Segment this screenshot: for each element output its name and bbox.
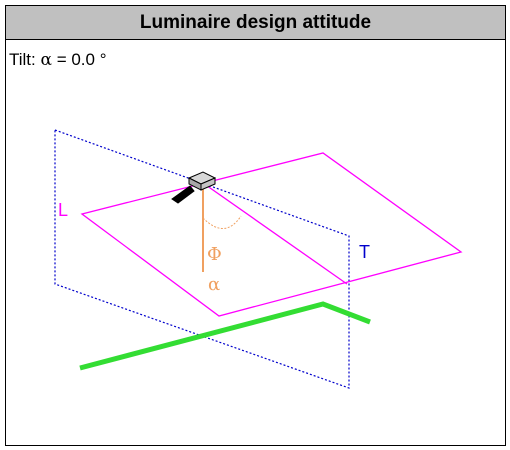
panel-title: Luminaire design attitude	[139, 11, 372, 33]
transverse-plane	[54, 129, 350, 389]
tilt-readout: Tilt: α = 0.0 °	[9, 50, 107, 70]
luminaire-box-side	[200, 177, 216, 191]
road-line	[79, 301, 371, 371]
luminaire-bracket	[171, 185, 195, 204]
label-alpha: α	[208, 274, 220, 295]
attitude-panel: Luminaire design attitude Tilt: α = 0.0 …	[5, 5, 506, 446]
tilt-value: = 0.0 °	[51, 50, 107, 69]
panel-header: Luminaire design attitude	[6, 6, 505, 40]
label-longitudinal-plane: L	[58, 200, 68, 220]
phi-angle-arc	[202, 215, 242, 229]
label-phi: Φ	[207, 244, 222, 265]
tilt-alpha-symbol: α	[40, 50, 52, 70]
longitudinal-plane	[80, 152, 463, 317]
label-transverse-plane: T	[359, 242, 370, 262]
plane-intersection-line	[202, 182, 348, 285]
tilt-label: Tilt:	[9, 50, 41, 69]
